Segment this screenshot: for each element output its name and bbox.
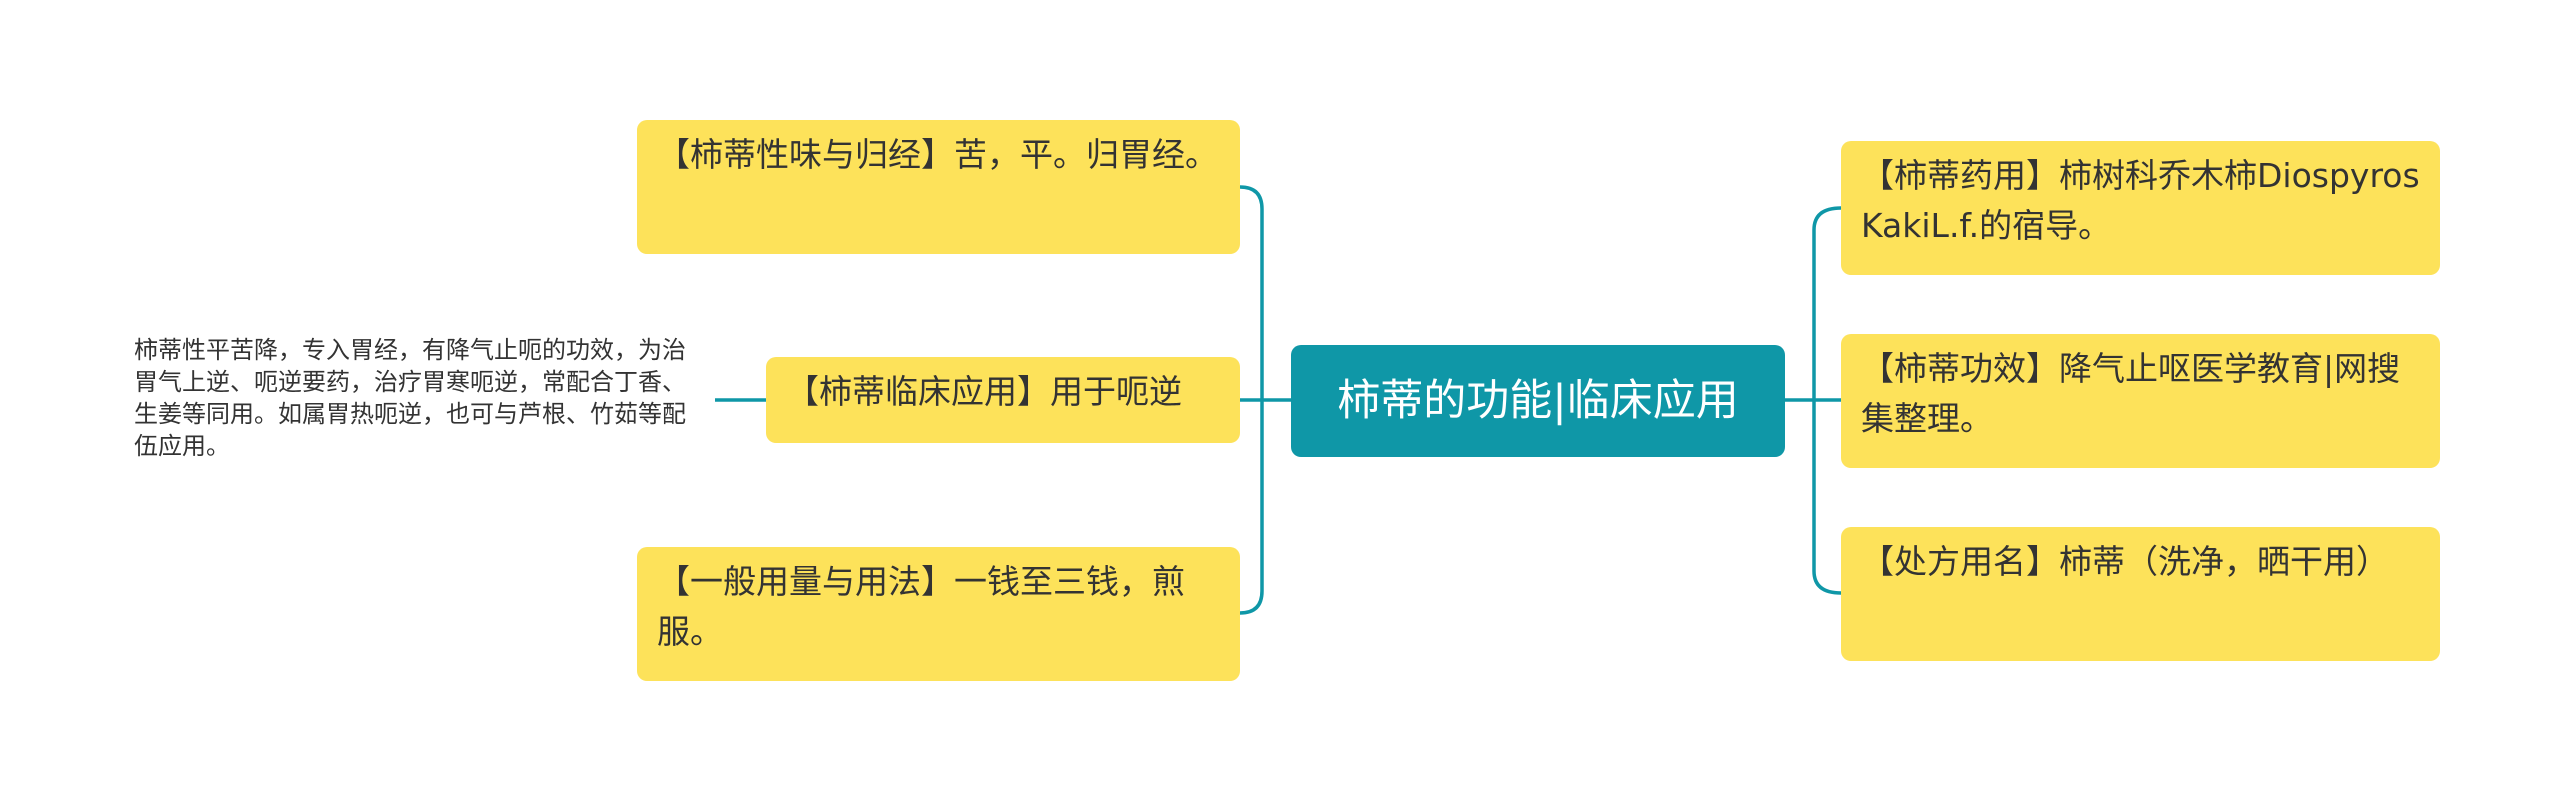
- branch-label: 【柿蒂药用】柿树科乔木柿DiospyrosKakiL.f.的宿导。: [1861, 156, 2420, 245]
- branch-right-prescription-name[interactable]: 【处方用名】柿蒂（洗净，晒干用）: [1841, 527, 2440, 661]
- branch-label: 【一般用量与用法】一钱至三钱，煎服。: [657, 562, 1185, 651]
- branch-label: 【柿蒂功效】降气止呕医学教育|网搜集整理。: [1861, 349, 2401, 438]
- note-text: 柿蒂性平苦降，专入胃经，有降气止呃的功效，为治胃气上逆、呃逆要药，治疗胃寒呃逆，…: [134, 336, 686, 460]
- branch-label: 【柿蒂临床应用】用于呃逆: [786, 372, 1182, 411]
- root-label: 柿蒂的功能|临床应用: [1337, 376, 1739, 426]
- branch-label: 【柿蒂性味与归经】苦，平。归胃经。: [657, 135, 1218, 174]
- root-node[interactable]: 柿蒂的功能|临床应用: [1291, 345, 1785, 457]
- branch-left-nature-meridian[interactable]: 【柿蒂性味与归经】苦，平。归胃经。: [637, 120, 1240, 254]
- branch-right-efficacy[interactable]: 【柿蒂功效】降气止呕医学教育|网搜集整理。: [1841, 334, 2440, 468]
- branch-label: 【处方用名】柿蒂（洗净，晒干用）: [1861, 542, 2389, 581]
- note-clinical-details: 柿蒂性平苦降，专入胃经，有降气止呃的功效，为治胃气上逆、呃逆要药，治疗胃寒呃逆，…: [134, 334, 706, 462]
- branch-left-dosage[interactable]: 【一般用量与用法】一钱至三钱，煎服。: [637, 547, 1240, 681]
- branch-left-clinical-use[interactable]: 【柿蒂临床应用】用于呃逆: [766, 357, 1240, 443]
- branch-right-source[interactable]: 【柿蒂药用】柿树科乔木柿DiospyrosKakiL.f.的宿导。: [1841, 141, 2440, 275]
